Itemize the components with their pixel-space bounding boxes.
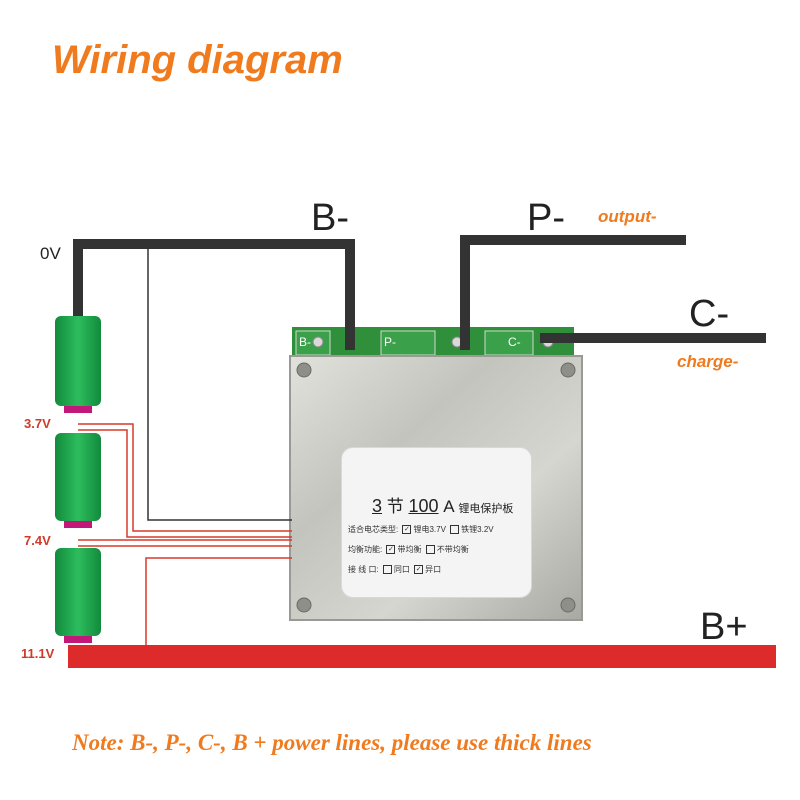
spec-current-unit: A bbox=[443, 497, 454, 516]
spec-row-cell-type: 适合电芯类型: ✓锂电3.7V 铁锂3.2V bbox=[348, 524, 494, 535]
label-charge: charge- bbox=[677, 352, 739, 371]
spec-row3-label: 接 线 口: bbox=[348, 565, 379, 574]
case-screw bbox=[296, 597, 312, 613]
page-title: Wiring diagram bbox=[52, 38, 343, 82]
spec-row1-opt2: 铁锂3.2V bbox=[461, 525, 494, 534]
battery-cell-2 bbox=[55, 433, 101, 521]
label-b-minus: B- bbox=[311, 197, 349, 239]
spec-cells: 3 bbox=[372, 496, 383, 516]
cell-connector bbox=[64, 406, 92, 413]
checkbox-empty-icon bbox=[450, 525, 460, 535]
label-0v: 0V bbox=[40, 244, 61, 263]
battery-cell-1 bbox=[55, 316, 101, 406]
wiring-note: Note: B-, P-, C-, B + power lines, pleas… bbox=[72, 730, 592, 755]
label-11v1: 11.1V bbox=[21, 646, 55, 661]
checkbox-checked-icon: ✓ bbox=[386, 545, 396, 555]
spec-row3-opt1: 同口 bbox=[393, 565, 410, 574]
spec-cells-unit: 节 bbox=[386, 497, 404, 516]
cell-connector bbox=[64, 636, 92, 643]
spec-label-card: 3 节 100 A 锂电保护板 适合电芯类型: ✓锂电3.7V 铁锂3.2V 均… bbox=[341, 447, 532, 598]
checkbox-checked-icon: ✓ bbox=[402, 525, 412, 535]
checkbox-empty-icon bbox=[425, 545, 435, 555]
spec-board-name: 锂电保护板 bbox=[458, 503, 514, 515]
wire-p-minus bbox=[460, 235, 686, 350]
label-3v7: 3.7V bbox=[24, 416, 51, 431]
label-p-minus: P- bbox=[527, 197, 565, 239]
pcb-pad-b-label: B- bbox=[299, 335, 311, 349]
wire-balance-11v1 bbox=[145, 557, 292, 650]
spec-row2-opt1: 带均衡 bbox=[397, 545, 422, 554]
wire-balance-3v7 bbox=[78, 423, 292, 532]
case-screw bbox=[560, 362, 576, 378]
spec-headline: 3 节 100 A 锂电保护板 bbox=[372, 492, 513, 517]
label-output: output- bbox=[598, 207, 657, 226]
case-screw bbox=[560, 597, 576, 613]
wire-sense-b-minus bbox=[147, 248, 292, 521]
pcb-pad-c-area bbox=[484, 330, 534, 356]
cell-connector bbox=[64, 521, 92, 528]
spec-row2-label: 均衡功能: bbox=[348, 545, 383, 554]
spec-row3-opt2: 异口 bbox=[425, 565, 442, 574]
case-screw bbox=[296, 362, 312, 378]
pcb-pad-p-area bbox=[380, 330, 436, 356]
label-c-minus: C- bbox=[689, 293, 730, 335]
wire-balance-3v7-b bbox=[78, 429, 292, 538]
battery-cell-3 bbox=[55, 548, 101, 636]
spec-row-balance: 均衡功能: ✓带均衡 不带均衡 bbox=[348, 544, 469, 555]
spec-row2-opt2: 不带均衡 bbox=[436, 545, 469, 554]
spec-row1-opt1: 锂电3.7V bbox=[413, 525, 446, 534]
pcb-pad-p-label: P- bbox=[384, 335, 396, 349]
pcb-pad-c-label: C- bbox=[508, 335, 521, 349]
checkbox-empty-icon bbox=[382, 565, 392, 575]
pcb-mount-hole bbox=[312, 336, 324, 348]
label-b-plus: B+ bbox=[700, 606, 748, 648]
spec-row1-label: 适合电芯类型: bbox=[348, 525, 399, 534]
label-7v4: 7.4V bbox=[24, 533, 51, 548]
wire-b-minus bbox=[73, 239, 355, 350]
wire-b-plus bbox=[68, 645, 776, 668]
spec-current: 100 bbox=[408, 496, 439, 516]
checkbox-checked-icon: ✓ bbox=[414, 565, 424, 575]
spec-row-port: 接 线 口: 同口 ✓异口 bbox=[348, 564, 441, 575]
